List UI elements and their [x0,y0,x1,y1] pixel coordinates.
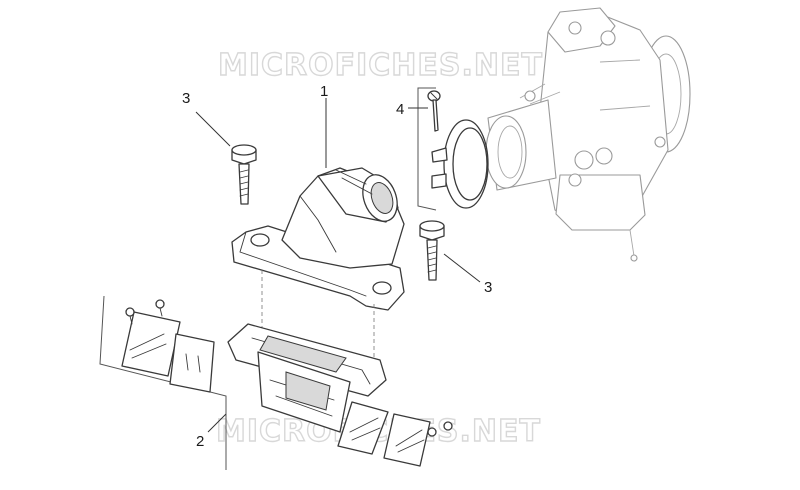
carburetor-assembly [485,7,691,262]
leader-3-upper [195,111,231,147]
part-2-reed-valve [99,295,453,470]
leader-3-lower [443,253,481,283]
callout-3-upper: 3 [182,90,190,107]
leader-2 [207,413,227,433]
part-3-screw-upper [231,144,257,205]
callout-2: 2 [196,433,204,450]
callout-3-lower: 3 [484,279,492,296]
callout-4: 4 [396,101,404,118]
callout-1: 1 [320,83,328,100]
part-3-screw-lower [419,220,445,281]
part-1-intake-manifold [231,167,405,382]
part-4-clamp [417,87,489,211]
watermark-top: MICROFICHES.NET [218,48,543,83]
